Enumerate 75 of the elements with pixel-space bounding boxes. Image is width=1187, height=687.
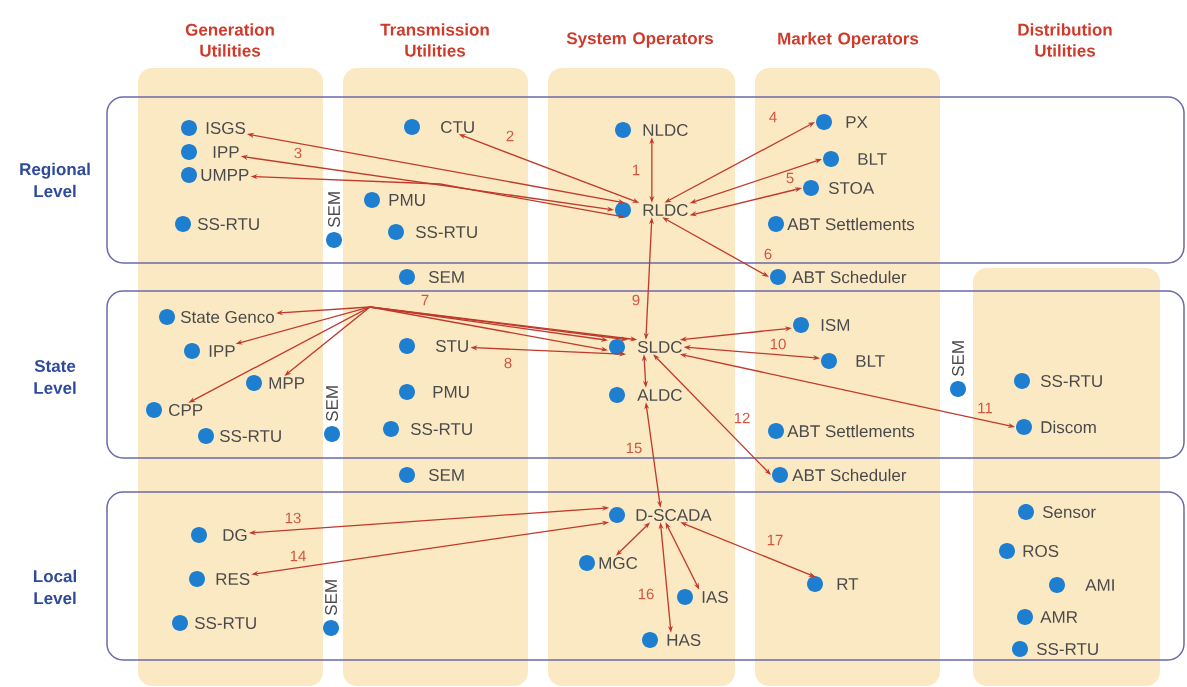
node-label: PMU [433, 386, 469, 398]
node-label: SEM [325, 386, 339, 422]
node-label: SEM [428, 270, 464, 284]
node-label: SEM [327, 192, 341, 228]
node-label: PMU [389, 194, 425, 206]
column-heading: Transmission Utilities [380, 23, 489, 57]
node-label: Discom [1041, 420, 1096, 434]
node-label: NLDC [643, 123, 688, 137]
node-label: State Genco [180, 310, 274, 324]
node-label: SS-RTU [219, 429, 281, 443]
column-heading: System Operators [566, 32, 713, 48]
edge-label: 17 [767, 534, 783, 546]
node-label: RES [216, 572, 250, 586]
edge-label: 8 [504, 357, 512, 369]
node-label: ABT Scheduler [792, 270, 907, 284]
node-label: ALDC [637, 388, 682, 402]
node-label: SS-RTU [1036, 642, 1098, 656]
node-label: AMI [1085, 579, 1114, 591]
column-heading: Generation Utilities [185, 23, 274, 57]
level-label: State Level [34, 359, 76, 394]
node-label: BLT [858, 153, 887, 165]
node-label: MGC [599, 556, 638, 570]
column-heading: Market Operators [778, 32, 919, 48]
node-label: SEM [951, 341, 965, 377]
node-label: IAS [702, 590, 728, 604]
node-label: CPP [169, 403, 203, 417]
node-label: HAS [667, 633, 701, 647]
node-label: Sensor [1042, 505, 1096, 519]
node-label: SS-RTU [197, 217, 259, 231]
level-label: Regional Level [20, 162, 90, 198]
node-label: DG [223, 528, 247, 542]
node-label: ROS [1023, 544, 1059, 558]
node-label: STU [435, 339, 468, 353]
edge-label: 13 [285, 512, 301, 524]
node-label: RLDC [643, 203, 688, 217]
node-label: ABT Settlements [787, 424, 915, 438]
node-label: D-SCADA [636, 508, 712, 522]
node-label: SLDC [637, 340, 682, 354]
node-label: IPP [209, 345, 235, 357]
node-label: SEM [324, 580, 338, 616]
node-label: STOA [828, 181, 875, 195]
edge-label: 12 [734, 412, 750, 424]
node-label: ABT Settlements [787, 217, 915, 231]
edge-label: 5 [786, 172, 794, 184]
node-label: SS-RTU [410, 422, 472, 436]
node-label: PX [846, 116, 868, 128]
edge-label: 6 [764, 248, 772, 260]
edge-label: 16 [638, 588, 654, 600]
node-label: SS-RTU [1040, 374, 1102, 388]
edge-label: 4 [769, 111, 777, 123]
node-label: UMPP [201, 169, 249, 181]
edge-label: 11 [978, 402, 993, 414]
node-label: RT [837, 578, 859, 590]
node-label: SS-RTU [194, 616, 256, 630]
node-label: AMR [1040, 611, 1078, 623]
level-label: Local Level [33, 569, 76, 605]
node-label: CTU [441, 120, 474, 134]
edge-label: 3 [294, 147, 302, 159]
node-label: ISM [821, 318, 850, 332]
edge-label: 15 [626, 442, 642, 454]
edge-label: 10 [770, 338, 786, 350]
node-label: BLT [856, 355, 885, 367]
node-label: MPP [269, 377, 305, 389]
edge-label: 9 [632, 294, 640, 306]
node-label: IPP [213, 146, 239, 158]
edge-label: 7 [421, 294, 429, 306]
edge-label: 2 [506, 130, 514, 142]
node-label: SEM [428, 468, 464, 482]
node-label: SS-RTU [415, 225, 477, 239]
node-label: ABT Scheduler [792, 468, 907, 482]
edge-label: 1 [633, 164, 640, 176]
node-label: ISGS [206, 121, 246, 135]
arrow [653, 354, 771, 475]
column-heading: Distribution Utilities [1018, 23, 1112, 57]
edge-label: 14 [290, 550, 306, 562]
